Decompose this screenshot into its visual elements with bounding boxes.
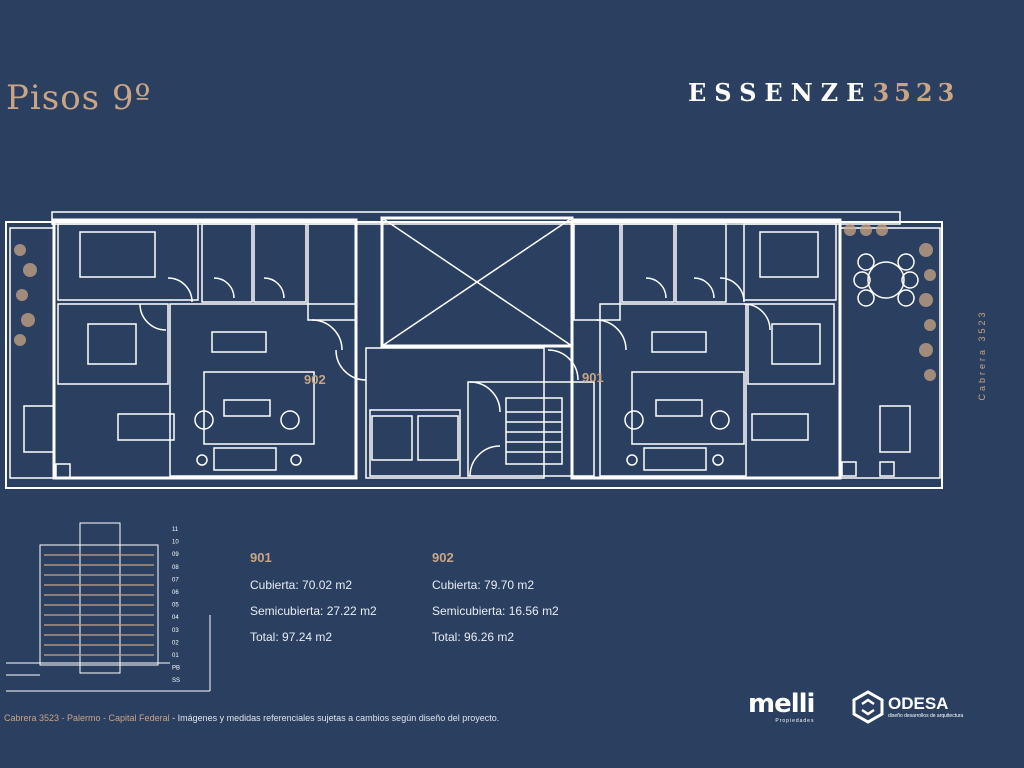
elevation-level-label: 11 [172,527,179,533]
odesa-logo: ODESA diseño desarrollos de arquitectura [852,690,963,724]
odesa-wordmark: ODESA [888,694,949,713]
brand-logo: ESSENZE3523 [688,78,959,107]
street-label: Cabrera 3523 [977,309,987,401]
elevation-level-label: 05 [172,603,179,609]
unit-902-title: 902 [432,550,454,565]
elevation-level-label: 06 [172,590,179,596]
page-title: Pisos 9º [6,78,152,118]
elevation-level-label: SS [172,678,180,684]
footer-disclaimer: - Imágenes y medidas referenciales sujet… [169,713,500,723]
unit-label-902: 902 [304,372,326,387]
odesa-hexagon-icon [852,690,884,724]
brand-number: 3523 [872,78,960,107]
unit-902-total: Total: 96.26 m2 [432,630,515,644]
unit-901-cubierta: Cubierta: 70.02 m2 [250,578,353,592]
melli-subtitle: Propiedades [775,718,815,724]
elevation-level-label: 10 [172,540,179,546]
unit-902-cubierta: Cubierta: 79.70 m2 [432,578,535,592]
unit-901-areas: 901 Cubierta: 70.02 m2 Semicubierta: 27.… [250,550,377,656]
elevation-level-label: 04 [172,615,179,621]
melli-logo: melli Propiedades [748,689,815,724]
elevation-level-label: PB [172,666,180,672]
footer-location: Cabrera 3523 - Palermo - Capital Federal [4,713,170,723]
elevation-level-label: 02 [172,640,179,646]
unit-label-901: 901 [582,370,604,385]
unit-901-semicubierta: Semicubierta: 27.22 m2 [250,604,377,618]
elevation-level-label: 07 [172,577,179,583]
unit-901-total: Total: 97.24 m2 [250,630,333,644]
footer-note: Cabrera 3523 - Palermo - Capital Federal… [4,713,499,723]
elevation-level-label: 03 [172,628,179,634]
melli-wordmark: melli [748,689,815,719]
unit-902-semicubierta: Semicubierta: 16.56 m2 [432,604,559,618]
unit-901-title: 901 [250,550,272,565]
unit-902-areas: 902 Cubierta: 79.70 m2 Semicubierta: 16.… [432,550,559,656]
brand-word: ESSENZE [688,78,873,107]
odesa-subtitle: diseño desarrollos de arquitectura [888,713,964,719]
floor-plan: 902 901 [5,211,943,489]
elevation-level-label: 01 [172,653,179,659]
elevation-level-label: 09 [172,552,179,558]
elevation-level-label: 08 [172,565,179,571]
